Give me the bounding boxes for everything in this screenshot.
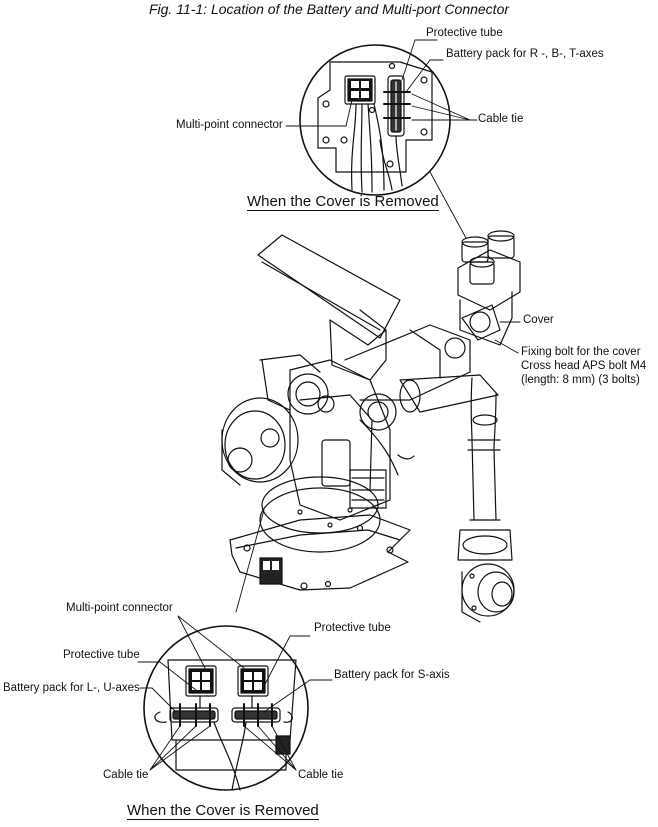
top-detail-illustration: [285, 39, 478, 239]
label-bolt-length: (length: 8 mm) (3 bolts): [521, 374, 640, 386]
label-multi-point-connector-bottom: Multi-point connector: [66, 602, 173, 614]
figure-caption: Fig. 11-1: Location of the Battery and M…: [148, 1, 510, 17]
label-battery-pack-s: Battery pack for S-axis: [334, 669, 450, 681]
label-protective-tube-right: Protective tube: [314, 622, 391, 634]
label-cover: Cover: [523, 314, 554, 326]
label-cable-tie-right: Cable tie: [298, 769, 344, 781]
label-battery-pack-lu: Battery pack for L-, U-axes: [3, 682, 140, 694]
label-multi-point-connector-top: Multi-point connector: [176, 119, 283, 131]
top-detail-subtitle: When the Cover is Removed: [247, 193, 439, 211]
bottom-detail-illustration: [137, 615, 333, 791]
label-battery-pack-rbt: Battery pack for R -, B-, T-axes: [446, 48, 604, 60]
robot-illustration: [221, 230, 521, 623]
label-cable-tie-left: Cable tie: [103, 769, 149, 781]
label-protective-tube-left: Protective tube: [63, 649, 140, 661]
label-fixing-bolt: Fixing bolt for the cover: [521, 346, 641, 358]
label-protective-tube-top: Protective tube: [426, 27, 503, 39]
label-bolt-spec: Cross head APS bolt M4: [521, 360, 647, 372]
bottom-detail-subtitle: When the Cover is Removed: [127, 802, 319, 820]
label-cable-tie-top: Cable tie: [478, 113, 524, 125]
